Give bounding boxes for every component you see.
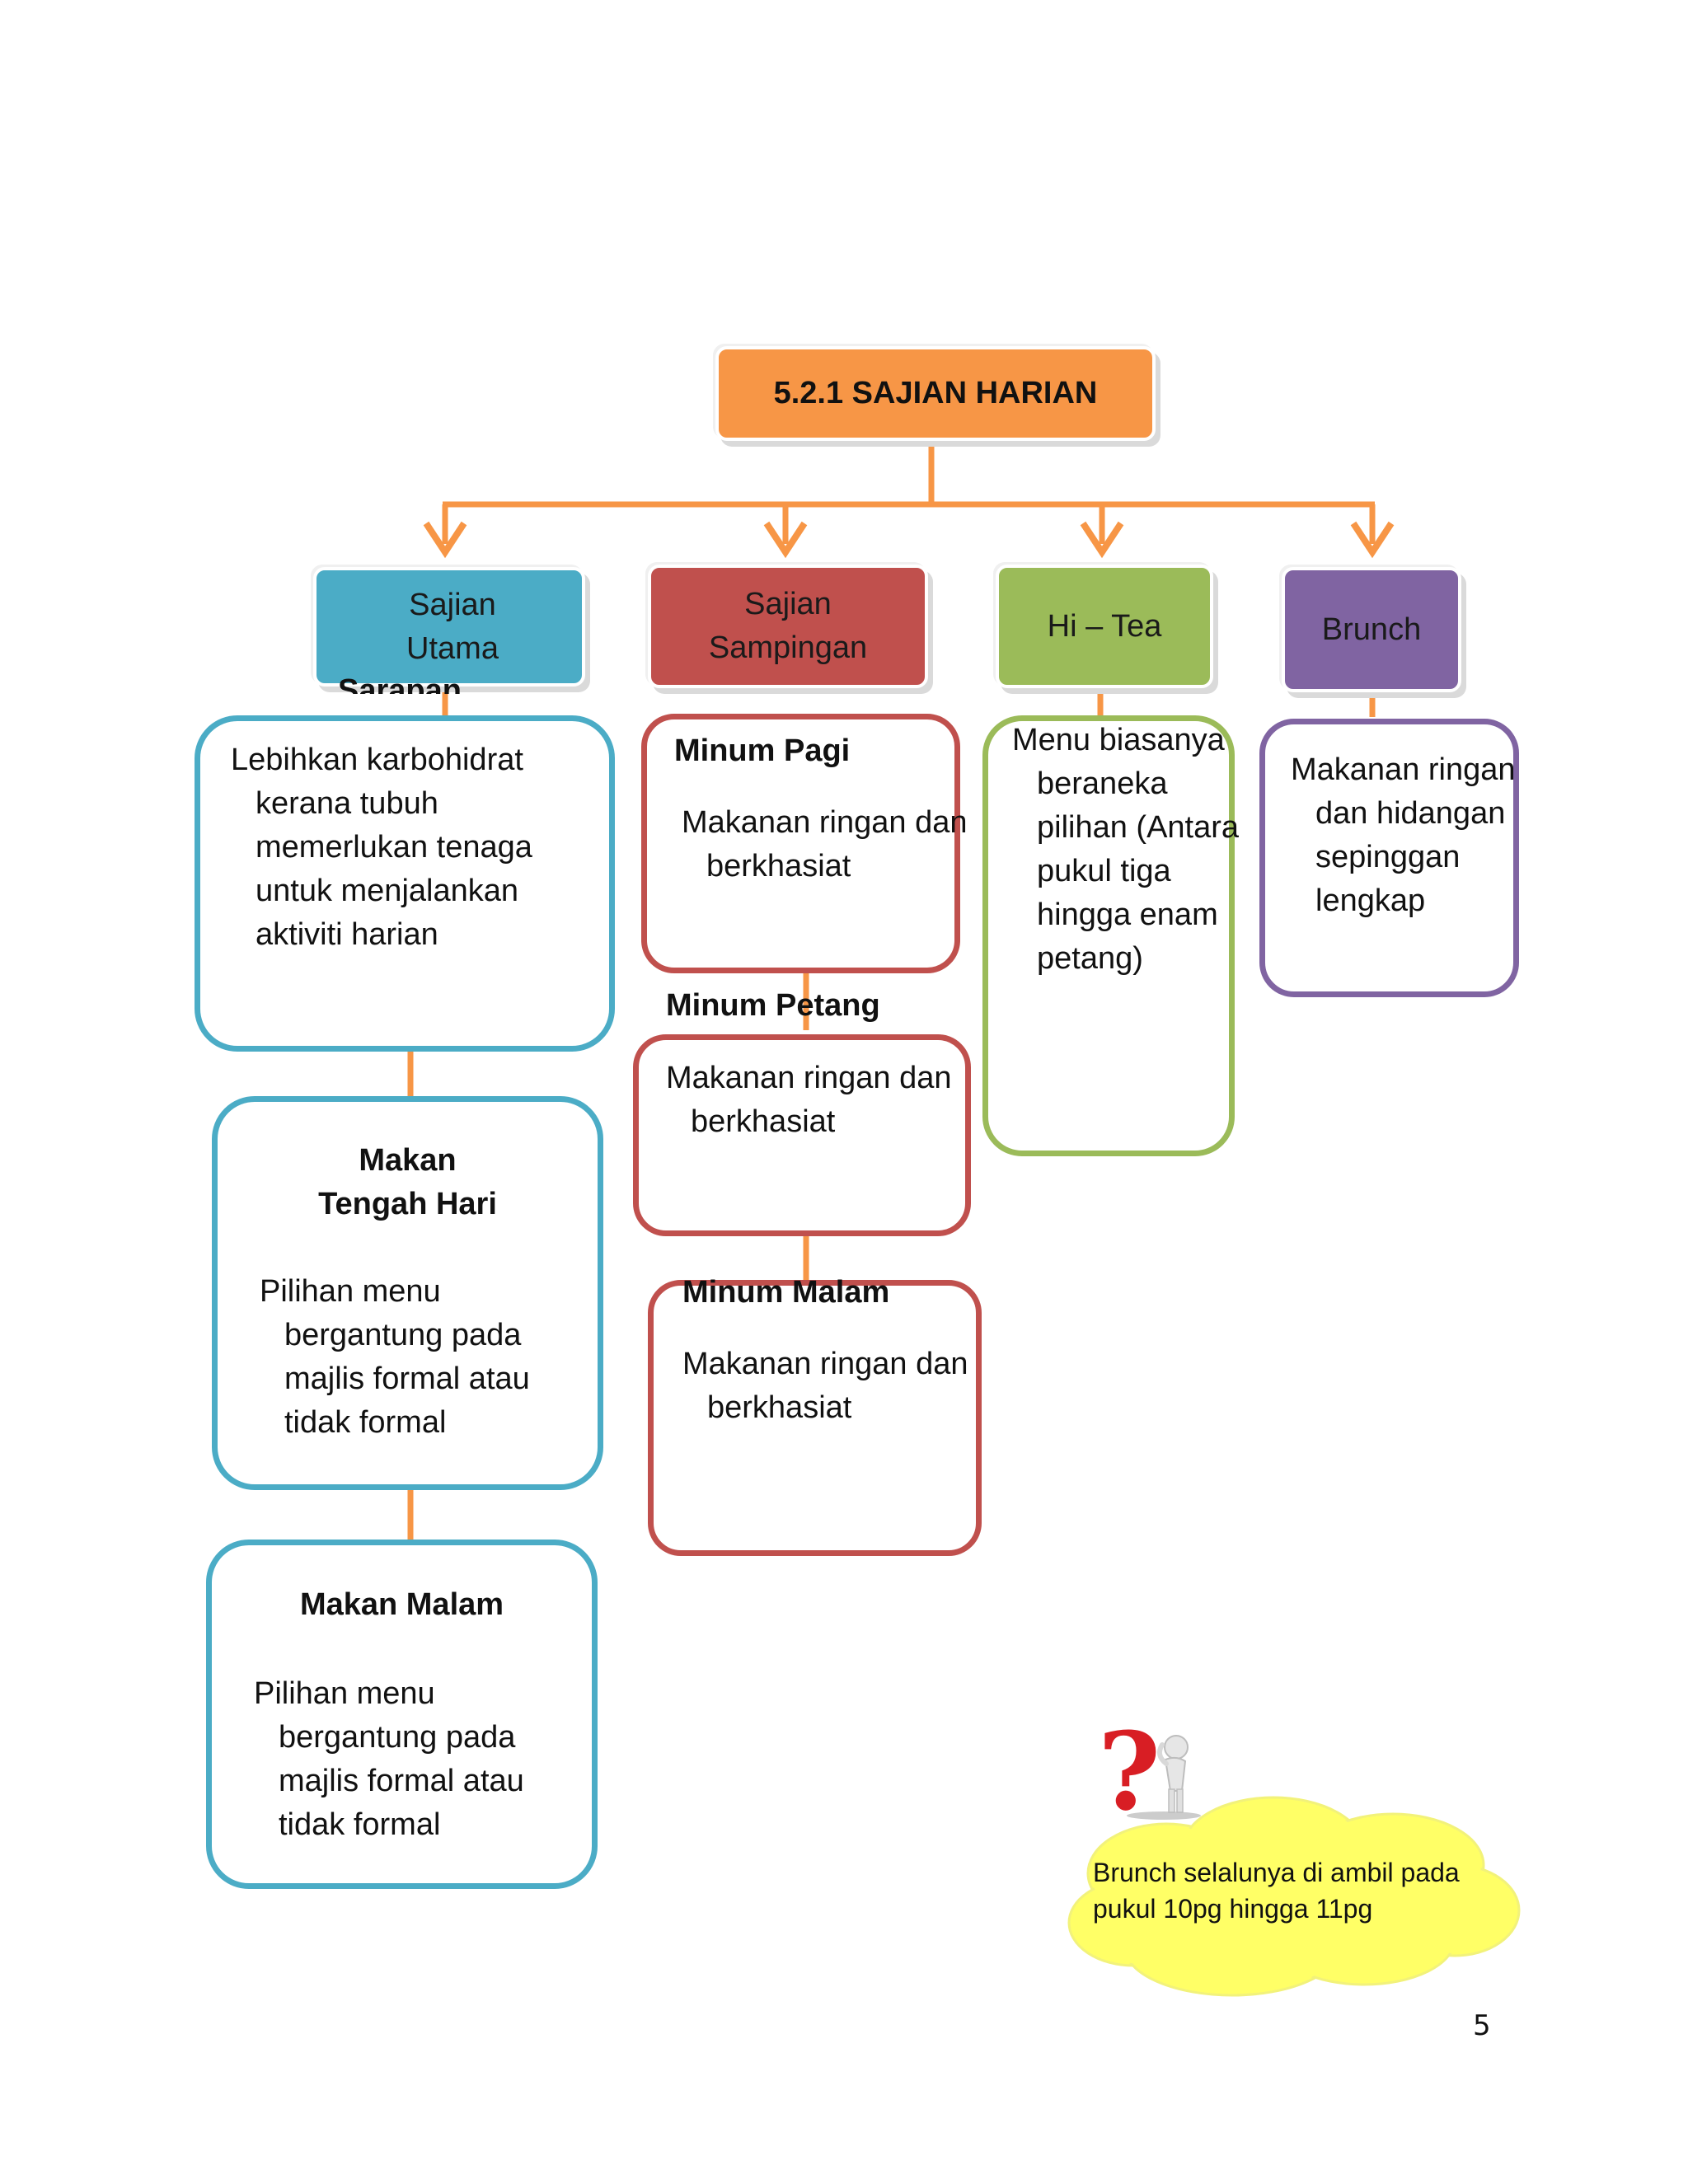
makan-tengah-hari-box (212, 1096, 603, 1490)
minum-petang-text: Makanan ringan dan berkhasiat (666, 1061, 952, 1139)
minum-petang-box (633, 1034, 971, 1236)
question-mark-figure-icon: ? (1098, 1710, 1201, 1821)
svg-text:?: ? (1098, 1710, 1160, 1821)
makan-malam-title: Makan Malam (299, 1587, 504, 1622)
sarapan-text: Lebihkan karbohidrat kerana tubuh memerl… (231, 743, 532, 952)
category-hi-tea: Hi – Tea (996, 565, 1213, 688)
sarapan-box (195, 715, 615, 1052)
makan-tengah-hari-text: Pilihan menu bergantung pada majlis form… (260, 1274, 530, 1440)
makan-malam-text: Pilihan menu bergantung pada majlis form… (254, 1676, 524, 1842)
page-number: 5 (1473, 2009, 1491, 2042)
arrow-brunch (1350, 521, 1395, 559)
arrow-utama (423, 521, 467, 559)
minum-malam-title: Minum Malam (682, 1275, 890, 1310)
minum-pagi-title: Minum Pagi (674, 733, 851, 768)
hi-tea-box (982, 715, 1235, 1156)
arrow-sampingan (763, 521, 808, 559)
category-sajian-sampingan: Sajian Sampingan (648, 565, 928, 688)
minum-petang-title: Minum Petang (666, 988, 880, 1023)
category-sajian-utama: Sajian Utama (313, 567, 585, 687)
hi-tea-text: Menu biasanya beraneka pilihan (Antara p… (1012, 723, 1240, 976)
diagram-title: 5.2.1 SAJIAN HARIAN (715, 346, 1156, 441)
minum-malam-box (648, 1280, 982, 1556)
category-brunch: Brunch (1282, 567, 1461, 692)
brunch-text: Makanan ringan dan hidangan sepinggan le… (1291, 752, 1516, 918)
minum-malam-text: Makanan ringan dan berkhasiat (682, 1347, 968, 1425)
makan-tengah-hari-title: Makan Tengah Hari (318, 1143, 497, 1221)
sarapan-label: Sarapan (338, 673, 462, 694)
arrow-hitea (1080, 521, 1124, 559)
brunch-box (1259, 719, 1519, 997)
note-cloud (1067, 1796, 1521, 1997)
minum-pagi-box (641, 714, 960, 973)
minum-pagi-text: Makanan ringan dan berkhasiat (682, 805, 968, 883)
note-text: Brunch selalunya di ambil pada pukul 10p… (1093, 1858, 1460, 1924)
makan-malam-box (206, 1540, 598, 1889)
